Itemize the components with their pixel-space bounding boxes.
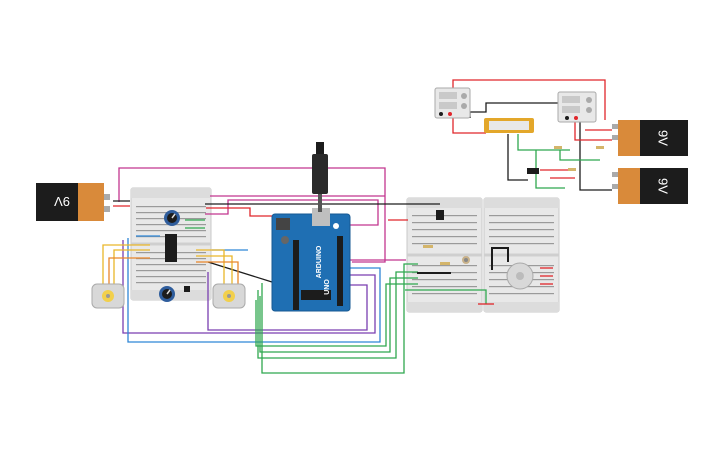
wire-green-5[interactable] bbox=[405, 289, 487, 304]
red-jumpers-b bbox=[478, 267, 553, 305]
potentiometer-right[interactable] bbox=[462, 256, 470, 264]
battery-right-bottom-label: 9V bbox=[656, 178, 671, 194]
wire-green-tr2[interactable] bbox=[535, 150, 565, 189]
wire-red-1[interactable] bbox=[206, 207, 275, 217]
wire-green-tr1[interactable] bbox=[517, 134, 570, 151]
arduino-uno[interactable]: ARDUINO UNO bbox=[271, 208, 351, 312]
wire-yellow-right[interactable] bbox=[196, 249, 233, 288]
jumper-black bbox=[417, 272, 451, 274]
transistor-top-right[interactable] bbox=[527, 168, 539, 174]
potentiometer-bottom[interactable] bbox=[159, 286, 175, 302]
wire-green-3[interactable] bbox=[259, 277, 418, 353]
power-jack-icon bbox=[276, 218, 290, 230]
resistors-top-right bbox=[554, 146, 604, 171]
motor-driver-chip[interactable] bbox=[165, 234, 177, 262]
header-pins-left bbox=[293, 240, 299, 310]
dc-motor-right[interactable] bbox=[212, 283, 246, 309]
wire-red-tr4[interactable] bbox=[574, 118, 612, 141]
breadboard-right-a[interactable] bbox=[406, 197, 483, 313]
wire-orange-right[interactable] bbox=[196, 261, 239, 290]
usb-port-icon bbox=[312, 208, 330, 226]
wire-green-1[interactable] bbox=[261, 263, 418, 374]
header-pins-right bbox=[337, 236, 343, 306]
breadboard-right-b[interactable] bbox=[483, 197, 560, 313]
wire-magenta-top[interactable] bbox=[118, 167, 386, 263]
battery-right-bottom[interactable]: 9V bbox=[612, 168, 688, 204]
lcd-module[interactable] bbox=[484, 118, 534, 133]
wire-yellow-left[interactable] bbox=[102, 244, 150, 288]
arduino-model: UNO bbox=[324, 279, 331, 295]
power-supply-left[interactable] bbox=[434, 87, 471, 119]
wire-blue-1[interactable] bbox=[127, 238, 381, 343]
wire-green-2[interactable] bbox=[257, 271, 418, 359]
wire-red-tr5[interactable] bbox=[540, 169, 575, 179]
small-component[interactable] bbox=[184, 286, 190, 292]
wire-magenta-3[interactable] bbox=[205, 199, 379, 226]
battery-left-label: 9V bbox=[54, 194, 70, 209]
potentiometer-top[interactable] bbox=[164, 210, 180, 226]
battery-right-top-label: 9V bbox=[656, 130, 671, 146]
power-supply-right[interactable] bbox=[557, 91, 597, 123]
wire-green-tr3[interactable] bbox=[559, 150, 600, 161]
wire-green-6[interactable] bbox=[185, 219, 205, 229]
resistors-right bbox=[423, 245, 450, 265]
wires bbox=[102, 79, 612, 374]
arduino-brand: ARDUINO bbox=[316, 245, 323, 278]
reset-button-icon bbox=[333, 223, 339, 229]
wire-red-tr1[interactable] bbox=[452, 118, 486, 134]
jumper-black-b bbox=[491, 247, 509, 270]
battery-right-top[interactable]: 9V bbox=[612, 120, 688, 156]
wire-black-diag[interactable] bbox=[207, 261, 273, 283]
wire-black-tr2[interactable] bbox=[579, 118, 612, 191]
wire-green-4[interactable] bbox=[255, 283, 418, 347]
sensor-chip[interactable] bbox=[436, 210, 444, 220]
atmega-chip bbox=[301, 290, 331, 300]
battery-left[interactable]: 9V bbox=[36, 183, 110, 221]
audio-jack[interactable] bbox=[312, 142, 328, 212]
piezo-buzzer[interactable] bbox=[506, 262, 534, 290]
dc-motor-left[interactable] bbox=[91, 283, 125, 309]
wire-orange-left[interactable] bbox=[108, 257, 150, 289]
wire-black-tr3[interactable] bbox=[507, 134, 528, 181]
wire-purple-2[interactable] bbox=[207, 272, 368, 331]
